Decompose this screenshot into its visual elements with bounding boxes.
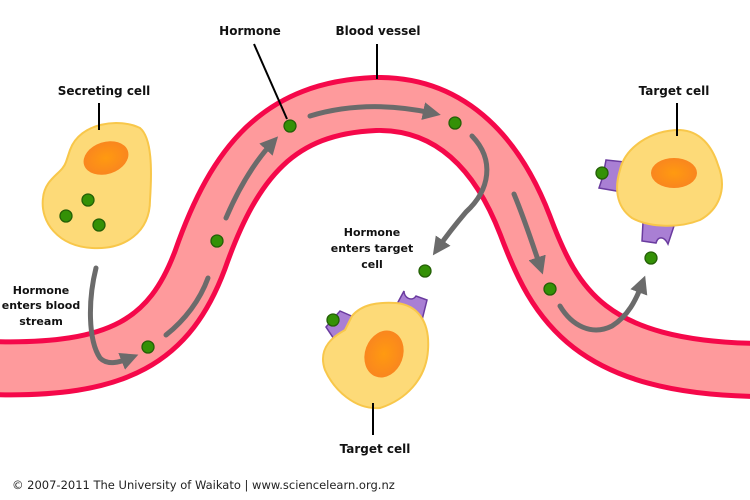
hormone-molecule-icon — [81, 193, 95, 207]
flow-arrow-icon — [223, 136, 279, 221]
hormone-molecule-icon — [543, 282, 557, 296]
nucleus — [651, 158, 697, 188]
hormone-molecule-icon — [59, 209, 73, 223]
transfer-arrows — [87, 133, 648, 370]
label-line: enters target — [331, 242, 414, 255]
label-hormone: Hormone — [219, 24, 281, 38]
flow-arrow-icon — [163, 275, 211, 338]
nucleus — [364, 330, 404, 378]
label-target-cell-bottom: Target cell — [340, 442, 411, 456]
hormone-molecule-icon — [210, 234, 224, 248]
flow-arrow-icon — [511, 191, 546, 275]
flow-arrows — [163, 102, 546, 338]
label-enters-target-cell: Hormone enters target cell — [331, 226, 414, 271]
hormone-molecule-icon — [141, 340, 155, 354]
target-cell-right — [595, 128, 723, 246]
label-line: enters blood — [2, 299, 80, 312]
hormone-molecule-icon — [595, 166, 609, 180]
hormone-molecule-icon — [326, 313, 340, 327]
hormone-molecule-icon — [283, 119, 297, 133]
target-cell-bottom — [322, 290, 430, 410]
secretion-arrow-icon — [87, 265, 139, 370]
label-line: Hormone — [344, 226, 401, 239]
blood-vessel — [0, 75, 750, 399]
label-secreting-cell: Secreting cell — [58, 84, 151, 98]
label-enters-blood-stream: Hormone enters blood stream — [2, 284, 80, 328]
vessel-lumen — [0, 80, 750, 394]
flow-arrow-icon — [307, 102, 441, 120]
hormone-molecule-icon — [644, 251, 658, 265]
hormone-molecule-icon — [418, 264, 432, 278]
label-line: Hormone — [13, 284, 70, 297]
hormone-molecule-icon — [92, 218, 106, 232]
nucleus — [83, 141, 129, 175]
hormone-molecule-icon — [448, 116, 462, 130]
label-target-cell-right: Target cell — [639, 84, 710, 98]
label-line: stream — [19, 315, 63, 328]
secreting-cell — [41, 122, 152, 250]
hormone-molecules — [141, 116, 658, 354]
leader-line-hormone — [253, 43, 288, 120]
copyright-footer: © 2007-2011 The University of Waikato | … — [12, 478, 395, 492]
receptor-icon — [641, 221, 675, 246]
leader-lines — [98, 43, 678, 435]
exit-arrow-icon-right — [557, 275, 648, 333]
label-blood-vessel: Blood vessel — [335, 24, 420, 38]
label-line: cell — [361, 258, 383, 271]
exit-arrow-icon-left — [432, 133, 490, 256]
